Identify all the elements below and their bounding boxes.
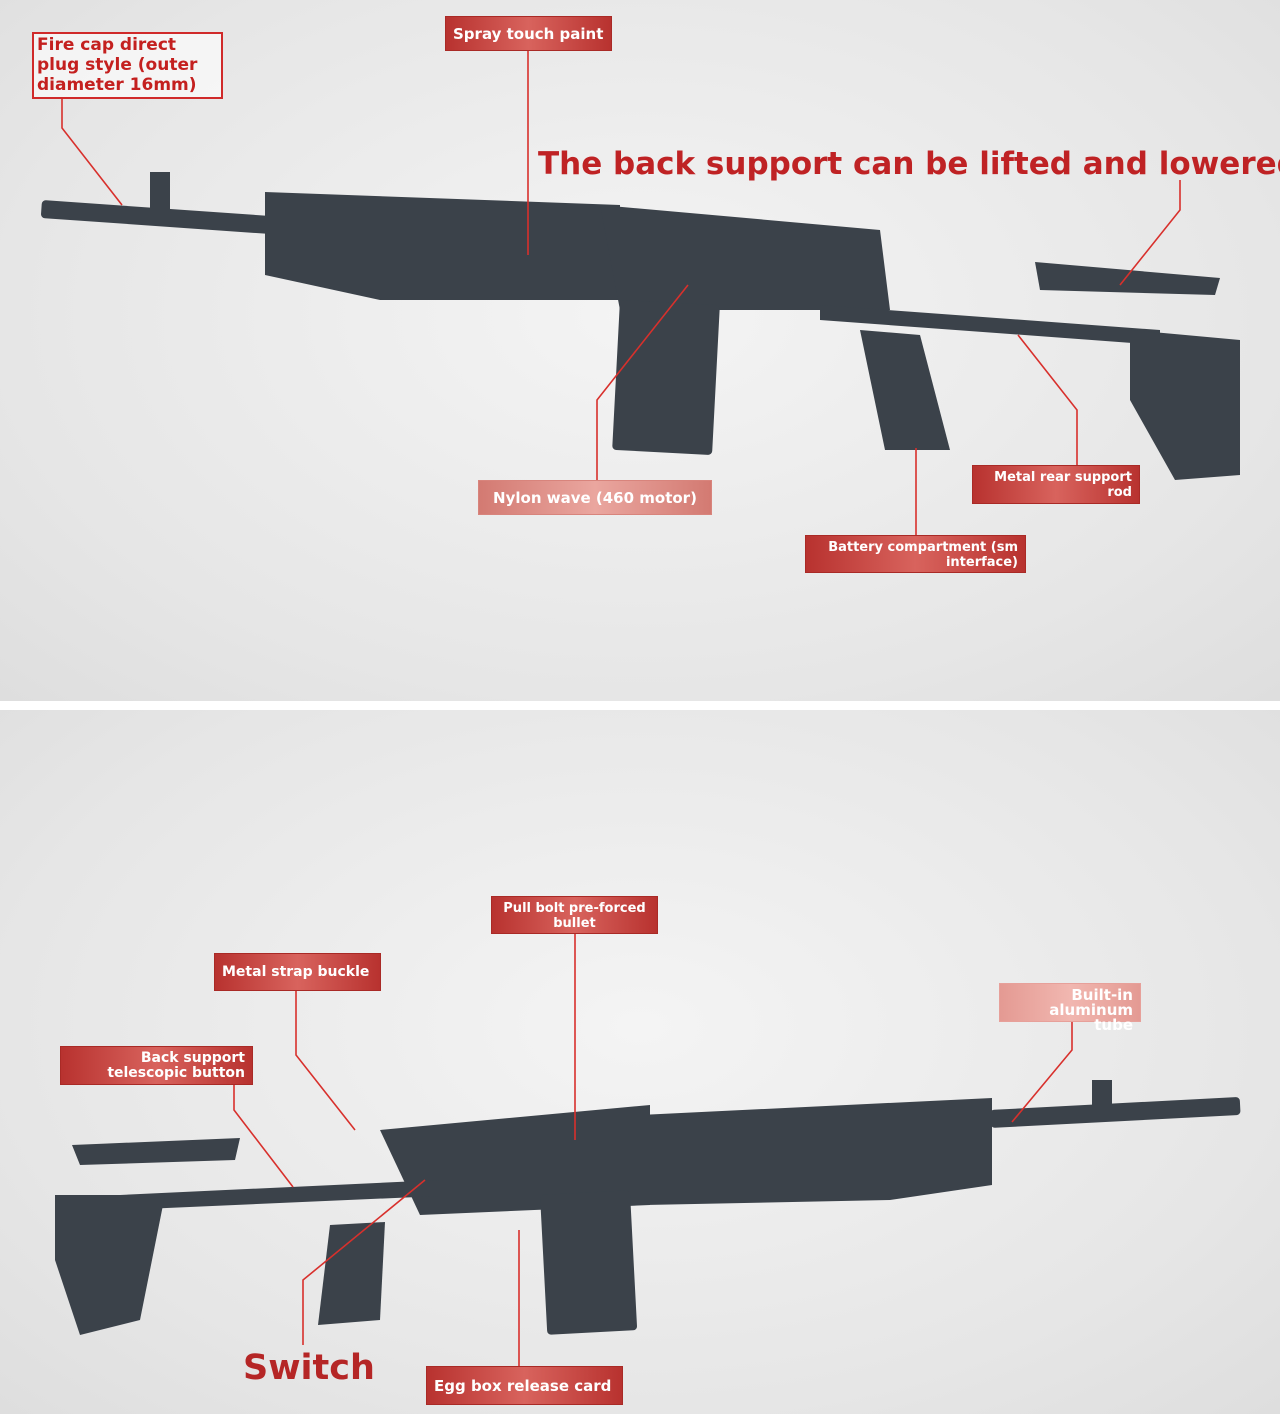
callout-nylon-wave: Nylon wave (460 motor) xyxy=(478,480,712,515)
callout-aluminum-tube: Built-in aluminum tube xyxy=(999,983,1141,1033)
callout-switch: Switch xyxy=(243,1348,375,1388)
headline: The back support can be lifted and lower… xyxy=(538,146,1280,182)
rifle-top-image xyxy=(41,172,1240,480)
callout-metal-rear-rod: Metal rear support rod xyxy=(972,465,1140,504)
rifle-bottom-image xyxy=(55,1080,1241,1335)
callout-battery: Battery compartment (sm interface) xyxy=(805,535,1026,573)
callout-lines xyxy=(61,50,1181,1366)
callout-egg-box: Egg box release card xyxy=(426,1366,623,1405)
callout-strap-buckle: Metal strap buckle xyxy=(214,953,381,991)
callout-telescopic-button: Back support telescopic button xyxy=(60,1046,253,1085)
callout-pull-bolt: Pull bolt pre-forced bullet xyxy=(491,896,658,934)
callout-fire-cap: Fire cap direct plug style (outer diamet… xyxy=(32,32,223,99)
callout-spray-paint: Spray touch paint xyxy=(445,16,612,51)
